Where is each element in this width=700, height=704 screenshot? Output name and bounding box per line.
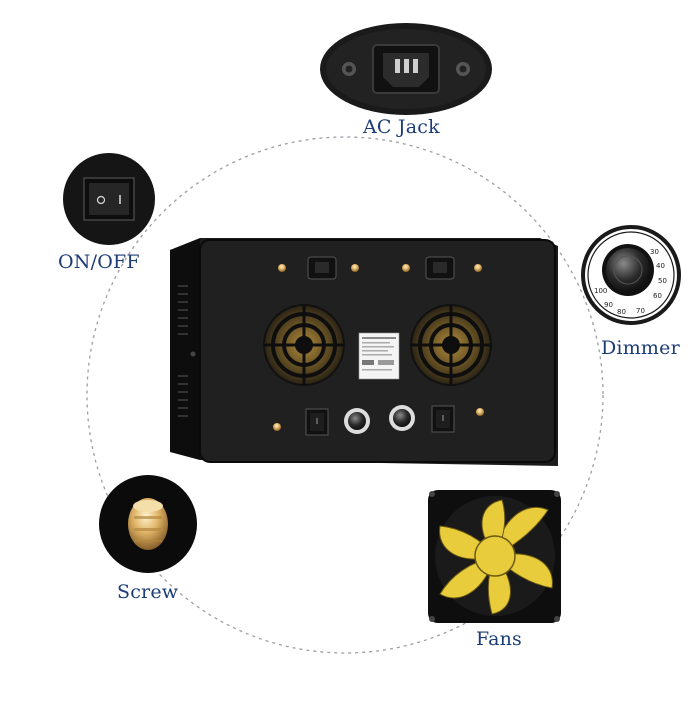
dimmer-scale: 100 90 80 70 60 50 40 30 xyxy=(594,248,667,316)
screw-callout xyxy=(99,475,197,573)
panel-ac-jack-left xyxy=(278,256,359,280)
dimmer-tick-label: 80 xyxy=(617,308,626,316)
dimmer-tick-label: 60 xyxy=(653,292,662,300)
fans-label: Fans xyxy=(476,628,523,650)
dashed-orbit xyxy=(86,136,604,654)
panel-dimmer-knob-right xyxy=(389,405,415,431)
dimmer-tick-label: 70 xyxy=(636,307,645,315)
panel-switch-right xyxy=(431,405,455,433)
screw-label: Screw xyxy=(117,581,179,603)
panel-fan-left xyxy=(263,304,345,386)
panel-switch-left xyxy=(305,408,329,436)
dimmer-tick-label: 50 xyxy=(658,277,667,285)
panel-fan-right xyxy=(410,304,492,386)
panel-ac-jack-right xyxy=(402,256,482,280)
dimmer-label: Dimmer xyxy=(601,337,680,359)
side-vents xyxy=(178,285,188,417)
dimmer-tick-label: 30 xyxy=(650,248,659,256)
ac-jack-callout xyxy=(320,23,492,115)
panel-dimmer-knob-left xyxy=(344,408,370,434)
dimmer-tick-label: 90 xyxy=(604,301,613,309)
led-panel xyxy=(170,238,558,466)
dimmer-tick-label: 100 xyxy=(594,287,607,295)
dimmer-tick-label: 40 xyxy=(656,262,665,270)
on-off-switch-callout xyxy=(63,153,155,245)
on-off-label: ON/OFF xyxy=(58,251,140,273)
dimmer-callout: 100 90 80 70 60 50 40 30 xyxy=(581,225,681,325)
fan-callout xyxy=(428,490,561,623)
spec-label-sticker xyxy=(358,332,400,380)
ac-jack-label: AC Jack xyxy=(363,116,440,138)
